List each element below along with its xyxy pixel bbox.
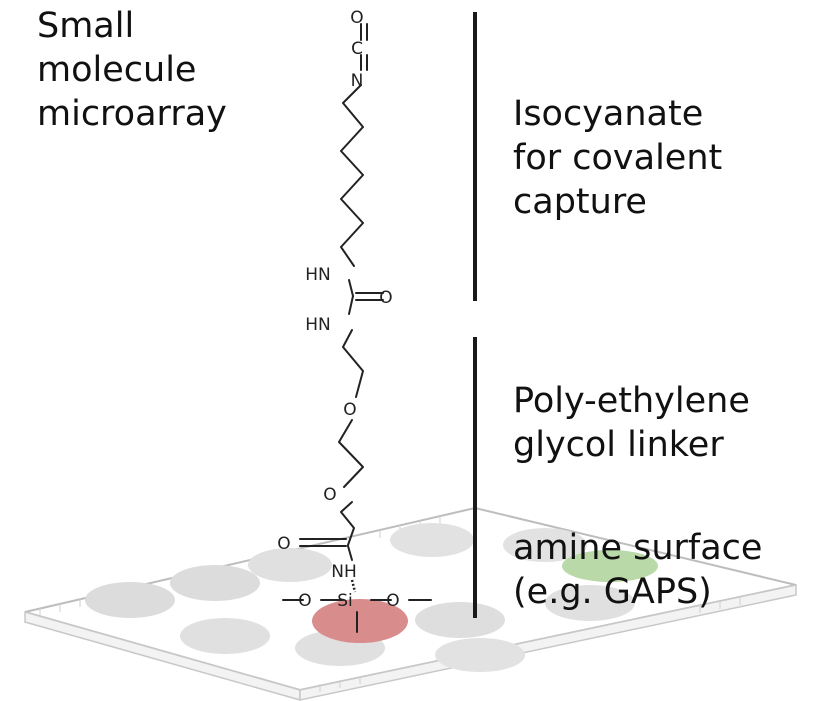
atom-hn-upper: HN (305, 265, 331, 285)
label-line: (e.g. GAPS) (513, 572, 712, 612)
atom-peg-oxygen-2: O (323, 485, 336, 505)
array-spots (85, 523, 658, 672)
molecule-bonds (299, 23, 384, 561)
atom-si-oxygen-right: O (386, 591, 399, 611)
spot (415, 602, 505, 638)
label-line: glycol linker (513, 425, 724, 465)
atom-labels: O C N HN O HN O O O NH O Si O (277, 8, 399, 611)
isocyanate-label: Isocyanate for covalent capture (513, 92, 722, 224)
label-line: capture (513, 182, 647, 222)
atom-silicon: Si (337, 591, 353, 611)
title-line: Small (37, 6, 135, 46)
slide-front-face (299, 584, 797, 701)
spot (180, 618, 270, 654)
spot (390, 523, 474, 557)
spot (170, 565, 260, 601)
atom-si-oxygen-left: O (298, 591, 311, 611)
atom-amide-oxygen: O (277, 534, 290, 554)
spot (85, 582, 175, 618)
peg-linker-label: Poly-ethylene glycol linker (513, 379, 750, 467)
atom-hn-lower: HN (305, 315, 331, 335)
spot (545, 585, 635, 621)
atom-urea-oxygen: O (379, 288, 392, 308)
spot (435, 638, 525, 672)
atom-nitrogen: N (351, 71, 364, 91)
spot (248, 548, 332, 582)
label-line: amine surface (513, 528, 763, 568)
atom-oxygen: O (350, 8, 363, 28)
label-line: Isocyanate (513, 94, 704, 134)
spot (503, 528, 587, 562)
atom-nh: NH (331, 562, 357, 582)
atom-peg-oxygen-1: O (343, 400, 356, 420)
title-line: microarray (37, 94, 227, 134)
title-line: molecule (37, 50, 197, 90)
amine-surface-label: amine surface (e.g. GAPS) (513, 526, 762, 614)
atom-carbon: C (351, 39, 363, 59)
spot-green (562, 550, 658, 582)
label-line: for covalent (513, 138, 723, 178)
silane-bonds (282, 599, 432, 633)
diagram-title: Small molecule microarray (37, 4, 227, 136)
spot-red (312, 599, 408, 643)
label-line: Poly-ethylene (513, 381, 750, 421)
